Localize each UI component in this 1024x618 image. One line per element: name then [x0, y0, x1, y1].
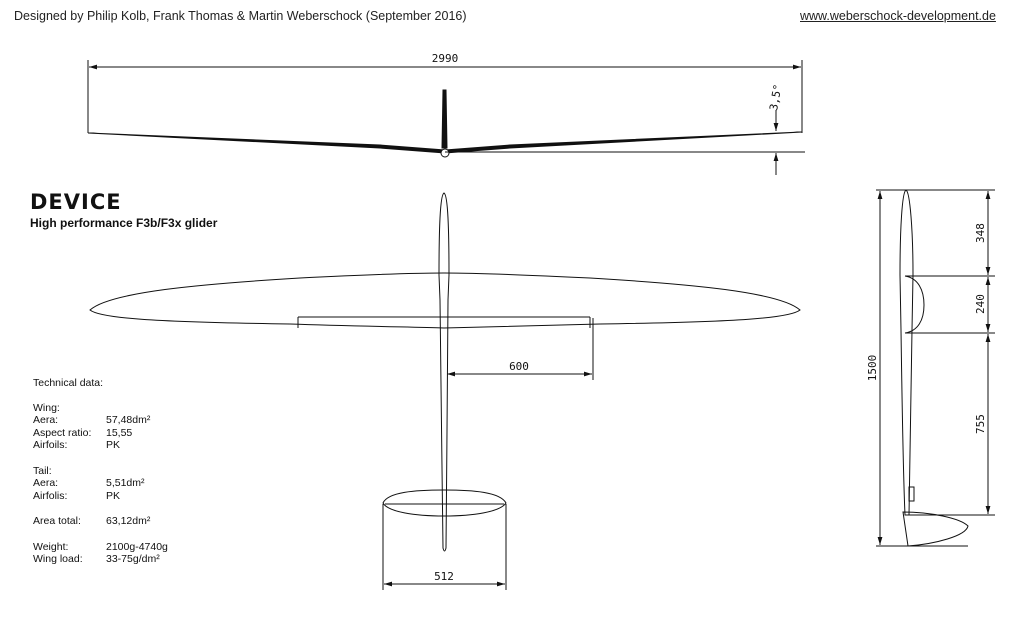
wing-airfoils-label: Airfoils:	[33, 439, 68, 451]
tail-airfoils-label: Airfolis:	[33, 489, 68, 502]
front-wing	[87, 131, 803, 154]
tail-heading: Tail:	[33, 464, 52, 477]
website-link[interactable]: www.weberschock-development.de	[800, 9, 996, 23]
technical-data: Technical data: Wing: Aera: 57,48dm² Aspe…	[33, 377, 168, 566]
nose-to-wing-label: 348	[974, 223, 987, 243]
top-view: 600 512	[89, 192, 801, 590]
weight-label: Weight:	[33, 540, 69, 553]
front-fin	[441, 89, 448, 149]
wing-area-value: 57,48dm²	[106, 414, 151, 426]
dihedral-label: 3,5°	[767, 83, 784, 111]
model-subtitle: High performance F3b/F3x glider	[30, 216, 218, 230]
area-total-value: 63,12dm²	[106, 515, 151, 527]
side-stab-mount	[908, 486, 915, 502]
top-fuselage	[438, 192, 450, 552]
wing-load-label: Wing load:	[33, 553, 83, 565]
tail-span-label: 512	[434, 570, 454, 583]
top-tailplane	[382, 489, 507, 517]
tail-airfoils-value: PK	[106, 489, 121, 502]
side-view: 1500 348 240 755	[866, 189, 995, 547]
wing-chord-label: 240	[974, 294, 987, 314]
tail-area-label: Aera:	[33, 477, 59, 489]
flap-length-label: 600	[509, 360, 529, 373]
top-wing	[89, 272, 801, 329]
wing-airfoils-value: PK	[106, 439, 121, 451]
weight-value: 2100g-4740g	[106, 540, 168, 553]
wing-load-value: 33-75g/dm²	[106, 553, 160, 565]
tail-area-value: 5,51dm²	[106, 477, 145, 489]
designer-credit: Designed by Philip Kolb, Frank Thomas & …	[14, 9, 467, 23]
side-fuselage	[899, 189, 914, 516]
wing-to-tail-label: 755	[974, 414, 987, 434]
area-total-label: Area total:	[33, 515, 81, 527]
side-fin	[902, 511, 969, 547]
aspect-ratio-value: 15,55	[106, 426, 133, 439]
wing-heading: Wing:	[33, 401, 60, 414]
technical-data-heading: Technical data:	[33, 377, 104, 389]
model-name: DEVICE	[30, 190, 122, 214]
length-label: 1500	[866, 355, 879, 382]
front-fuselage	[440, 148, 450, 158]
aspect-ratio-label: Aspect ratio:	[33, 426, 92, 439]
front-view: 3,5° 2990	[87, 52, 805, 175]
side-canopy	[904, 275, 925, 334]
span-label: 2990	[432, 52, 459, 65]
wing-area-label: Aera:	[33, 414, 59, 426]
